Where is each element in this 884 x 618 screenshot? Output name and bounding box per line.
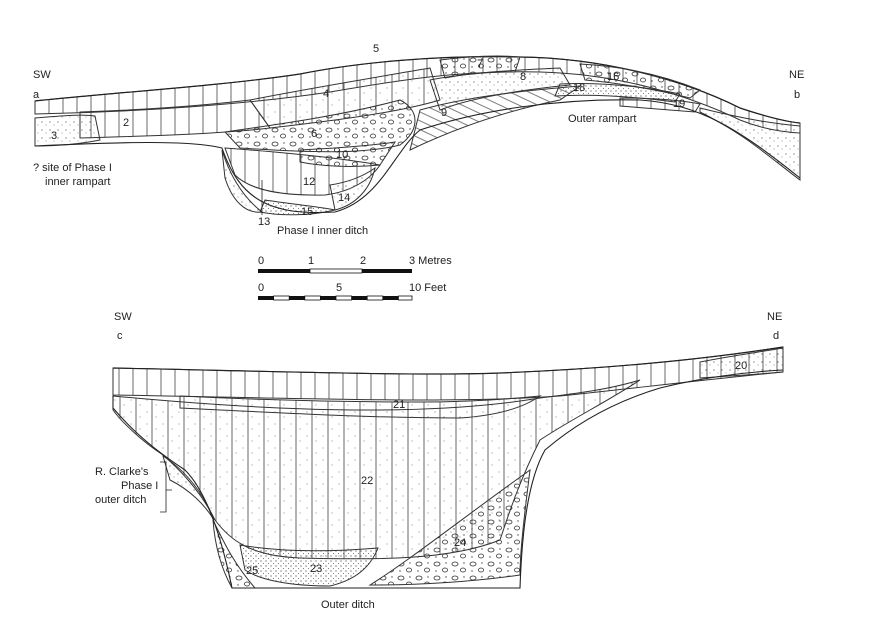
- section-base-top: [34, 99, 801, 214]
- clarke-bracket: [160, 461, 172, 513]
- layer-label-10: 10: [336, 149, 348, 161]
- layer-label-24: 24: [454, 537, 466, 549]
- feet-tick-0: 0: [258, 282, 264, 294]
- layer-24: [368, 468, 531, 586]
- point-d: d: [773, 330, 779, 342]
- layer-18: [554, 82, 681, 103]
- layer-label-21: 21: [393, 399, 405, 411]
- layer-label-15: 15: [301, 206, 313, 218]
- feet-tick-5: 5: [336, 282, 342, 294]
- layer-14: [329, 166, 376, 211]
- layer-label-9: 9: [441, 107, 447, 119]
- metres-scale: 0 1 2 3 Metres: [258, 255, 452, 274]
- scale-bars: 0 1 2 3 Metres 0 5 10 Feet: [258, 255, 452, 301]
- layer-label-23: 23: [310, 563, 322, 575]
- layer-label-19: 19: [673, 98, 685, 110]
- ground-surface-bottom: [112, 346, 784, 375]
- layer-ne-slope: [699, 107, 801, 182]
- layer-label-22: 22: [361, 475, 373, 487]
- layer-label-8: 8: [520, 71, 526, 83]
- orientation-ne-top: NE: [789, 69, 804, 81]
- label-outer-rampart: Outer rampart: [568, 113, 636, 125]
- layer-label-3: 3: [51, 130, 57, 142]
- layer-label-4: 4: [323, 88, 329, 100]
- layer-label-6: 6: [311, 128, 317, 140]
- point-a: a: [33, 89, 40, 101]
- layer-9: [409, 85, 582, 151]
- point-b: b: [794, 89, 800, 101]
- layer-label-13: 13: [258, 216, 270, 228]
- label-inner-rampart-2: inner rampart: [45, 176, 110, 188]
- layer-3: [34, 114, 101, 147]
- orientation-sw-bottom: SW: [114, 311, 132, 323]
- bottom-section: 20 21 22 23 24 25 SW c NE d R. Clarke's …: [95, 311, 784, 611]
- layer-23: [239, 544, 379, 587]
- layer-label-7: 7: [477, 58, 483, 70]
- layer-label-12: 12: [303, 176, 315, 188]
- layer-label-14: 14: [338, 192, 350, 204]
- layer-label-25: 25: [246, 565, 258, 577]
- feet-tick-10: 10 Feet: [409, 282, 446, 294]
- layer-15: [259, 199, 336, 216]
- metres-tick-0: 0: [258, 255, 264, 267]
- metres-tick-3: 3 Metres: [409, 255, 452, 267]
- point-c: c: [117, 330, 123, 342]
- layer-16: [579, 63, 701, 99]
- layer-label-18: 18: [573, 82, 585, 94]
- feet-scale: 0 5 10 Feet: [258, 282, 446, 301]
- label-inner-ditch: Phase I inner ditch: [277, 225, 368, 237]
- top-section: 5 4 2 3 6 7 8 9 10 12 13 14 15 16 18 19 …: [33, 43, 804, 237]
- orientation-ne-bottom: NE: [767, 311, 782, 323]
- metres-tick-2: 2: [360, 255, 366, 267]
- layer-clarke-ditch: [162, 454, 215, 521]
- orientation-sw-top: SW: [33, 69, 51, 81]
- metres-tick-1: 1: [308, 255, 314, 267]
- ditch-outline-bottom: [112, 369, 784, 589]
- layer-label-5: 5: [373, 43, 379, 55]
- label-clarke-2: Phase I: [121, 480, 158, 492]
- label-inner-rampart-1: ? site of Phase I: [33, 162, 112, 174]
- label-clarke-1: R. Clarke's: [95, 466, 149, 478]
- layer-label-2: 2: [123, 117, 129, 129]
- layer-label-16: 16: [607, 71, 619, 83]
- layer-label-20: 20: [735, 360, 747, 372]
- label-outer-ditch: Outer ditch: [321, 599, 375, 611]
- label-clarke-3: outer ditch: [95, 494, 146, 506]
